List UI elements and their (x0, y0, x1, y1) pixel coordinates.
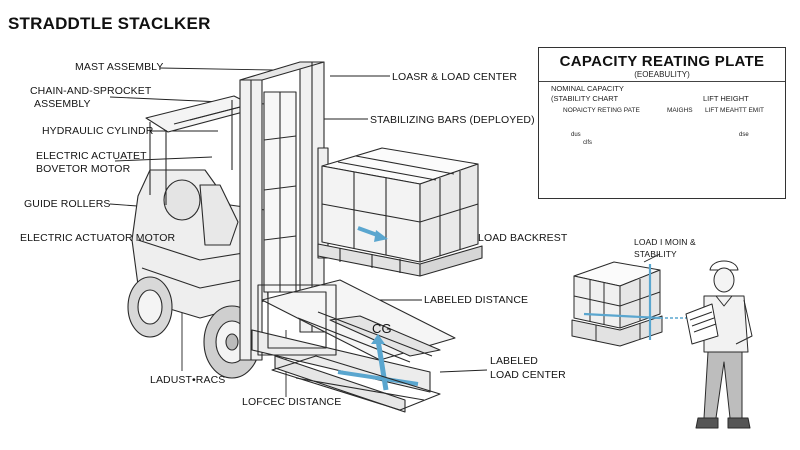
diagram-title: STRADDTLE STACLKER (8, 14, 211, 33)
plate-title: CAPACITY REATING PLATE (559, 53, 765, 70)
label-hydraulic-cylinder: HYDRAULIC CYLINDR (42, 125, 154, 137)
label-guide-rollers: GUIDE ROLLERS (24, 198, 111, 210)
plate-col-lift: LIFT MEAHTT EMIT (705, 107, 764, 114)
label-chain-sprocket-line2: ASSEMBLY (34, 98, 91, 110)
label-load-moin-line2: STABILITY (634, 249, 677, 259)
label-labeled-distance: LABELED DISTANCE (424, 294, 529, 306)
plate-tiny-label-1: dus (571, 132, 581, 138)
plate-tiny-label-3: dse (739, 132, 749, 138)
label-load-backrest: LOAD BACKREST (478, 232, 568, 244)
plate-tiny-label-2: clfs (583, 140, 592, 146)
plate-nominal-line1: NOMINAL CAPACITY (551, 84, 624, 93)
plate-subtitle: (EOEABULITY) (634, 70, 690, 79)
label-load-center: LOASR & LOAD CENTER (392, 71, 518, 83)
plate-col-weights: MAIGHS (667, 107, 693, 114)
stability-scene (571, 260, 753, 429)
label-electric-actuator-motor: ELECTRIC ACTUATOR MOTOR (20, 232, 176, 244)
label-labeled-load-center-line2: LOAD CENTER (490, 369, 566, 381)
plate-nominal-line2: (STABILITY CHART (551, 94, 619, 103)
capacity-rating-plate: CAPACITY REATING PLATE (EOEABULITY) NOMI… (538, 47, 786, 199)
label-labeled-load-center-line1: LABELED (490, 355, 538, 367)
straddle-stacker-drawing (127, 61, 483, 413)
label-mast-assembly: MAST ASSEMBLY (75, 61, 164, 73)
label-stabilizing-bars: STABILIZING BARS (DEPLOYED) (370, 114, 535, 126)
label-ladust-racs: LADUST•RACS (150, 374, 226, 386)
label-chain-sprocket-line1: CHAIN-AND-SPROCKET (30, 85, 152, 97)
label-electric-actuator-line2: BOVETOR MOTOR (36, 163, 131, 175)
label-cg: CG (372, 321, 392, 336)
label-load-moin-line1: LOAD I MOIN & (634, 237, 696, 247)
label-electric-actuator-line1: ELECTRIC ACTUATET (36, 150, 147, 162)
label-lofcec-distance: LOFCEC DISTANCE (242, 396, 342, 408)
plate-lift-height: LIFT HEIGHT (703, 94, 749, 103)
plate-divider (539, 81, 785, 82)
plate-col-capacity: NOPAICTY RETING PATE (563, 107, 640, 114)
